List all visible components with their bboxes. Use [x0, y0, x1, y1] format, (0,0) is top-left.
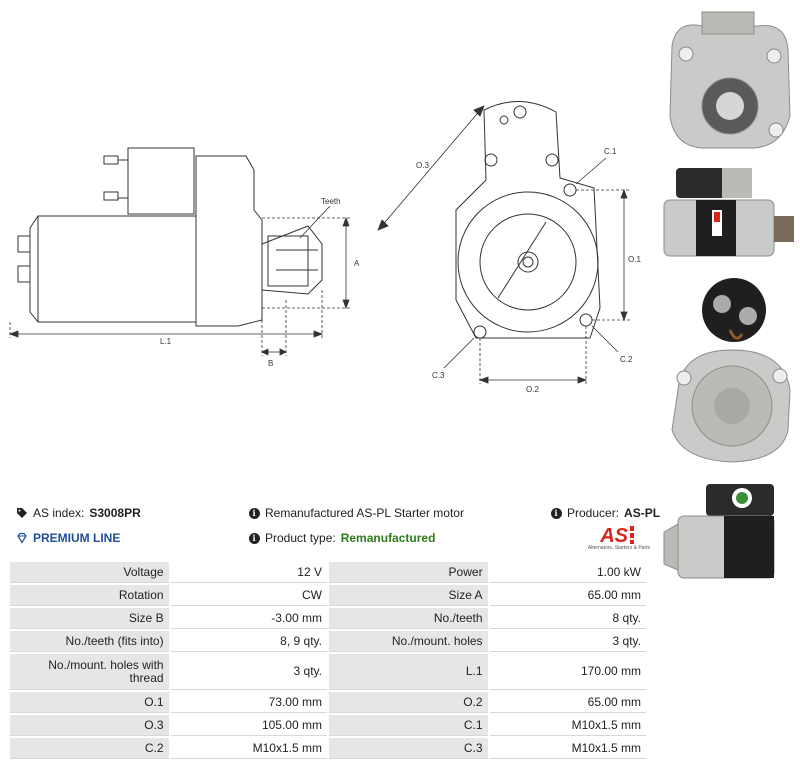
spec-value: 65.00 mm	[489, 585, 646, 606]
description-row: i Remanufactured AS-PL Starter motor	[248, 506, 464, 520]
spec-value: 1.00 kW	[489, 562, 646, 583]
spec-value: 3 qty.	[489, 631, 646, 652]
diamond-icon	[16, 532, 28, 544]
as-index-row: AS index: S3008PR	[16, 506, 141, 520]
label-b: B	[268, 359, 273, 368]
as-index-label: AS index:	[33, 506, 85, 520]
photo-side-label	[663, 484, 775, 579]
technical-drawings: Teeth A B L.1 O.3 O.1 O.2 C.1 C.2 C.3	[8, 101, 641, 394]
premium-line-label: PREMIUM LINE	[33, 531, 121, 545]
spec-value: 105.00 mm	[170, 715, 327, 736]
spec-label: Power	[328, 562, 488, 583]
spec-label: Rotation	[10, 585, 169, 606]
as-logo: AS Alternators, Starters & Parts	[584, 524, 650, 554]
spec-label: L.1	[328, 654, 488, 690]
spec-label: O.3	[10, 715, 169, 736]
info-icon: i	[550, 507, 562, 519]
product-photos	[662, 6, 798, 592]
spec-value: 8, 9 qty.	[170, 631, 327, 652]
producer-label: Producer:	[567, 506, 620, 520]
label-l1: L.1	[160, 337, 172, 346]
spec-label: O.1	[10, 692, 169, 713]
pinion-outline	[267, 235, 309, 287]
product-type-value: Remanufactured	[340, 531, 436, 545]
producer-row: i Producer: AS-PL	[550, 506, 660, 520]
motor-housing-outline	[37, 215, 197, 323]
label-o2: O.2	[526, 385, 539, 394]
hole-c3	[473, 325, 487, 339]
producer-value: AS-PL	[624, 506, 661, 520]
photo-side	[663, 168, 794, 257]
tag-icon	[16, 507, 28, 519]
logo-tagline: Alternators, Starters & Parts	[587, 545, 650, 551]
info-icon: i	[248, 507, 260, 519]
spec-label: O.2	[328, 692, 488, 713]
spec-label: No./mount. holes with thread	[10, 654, 169, 690]
spec-value: CW	[170, 585, 327, 606]
front-bore-outer	[457, 191, 599, 333]
spec-label: Voltage	[10, 562, 169, 583]
info-icon: i	[248, 532, 260, 544]
spec-label: C.1	[328, 715, 488, 736]
premium-line-row: PREMIUM LINE	[16, 531, 120, 545]
spec-label: No./teeth (fits into)	[10, 631, 169, 652]
spec-value: -3.00 mm	[170, 608, 327, 629]
spec-value: 170.00 mm	[489, 654, 646, 690]
hole-c2	[579, 313, 593, 327]
front-flange-outline	[455, 101, 601, 339]
solenoid-outline	[127, 147, 195, 215]
spec-value: 3 qty.	[170, 654, 327, 690]
spec-label: C.3	[328, 738, 488, 759]
label-c2: C.2	[620, 355, 633, 364]
logo-mark: AS	[599, 525, 628, 546]
spec-label: Size A	[328, 585, 488, 606]
spec-label: No./teeth	[328, 608, 488, 629]
hole-c1	[563, 183, 577, 197]
as-index-value: S3008PR	[89, 506, 141, 520]
label-o3: O.3	[416, 161, 429, 170]
label-teeth: Teeth	[321, 197, 341, 206]
photo-rear	[671, 278, 791, 463]
spec-value: 65.00 mm	[489, 692, 646, 713]
spec-value: 8 qty.	[489, 608, 646, 629]
spec-value: M10x1.5 mm	[489, 715, 646, 736]
spec-label: Size B	[10, 608, 169, 629]
label-o1: O.1	[628, 255, 641, 264]
product-type-label: Product type:	[265, 531, 336, 545]
spec-value: M10x1.5 mm	[170, 738, 327, 759]
spec-label: C.2	[10, 738, 169, 759]
table-row: No./teeth (fits into)8, 9 qty.No./mount.…	[10, 631, 646, 652]
spec-value: M10x1.5 mm	[489, 738, 646, 759]
spec-value: 73.00 mm	[170, 692, 327, 713]
label-c1: C.1	[604, 147, 617, 156]
product-type-row: i Product type: Remanufactured	[248, 531, 435, 545]
photo-front	[669, 11, 791, 149]
description-text: Remanufactured AS-PL Starter motor	[265, 506, 464, 520]
spec-label: No./mount. holes	[328, 631, 488, 652]
drive-end-outline	[195, 155, 263, 327]
label-a: A	[354, 259, 360, 268]
spec-value: 12 V	[170, 562, 327, 583]
label-c3: C.3	[432, 371, 445, 380]
